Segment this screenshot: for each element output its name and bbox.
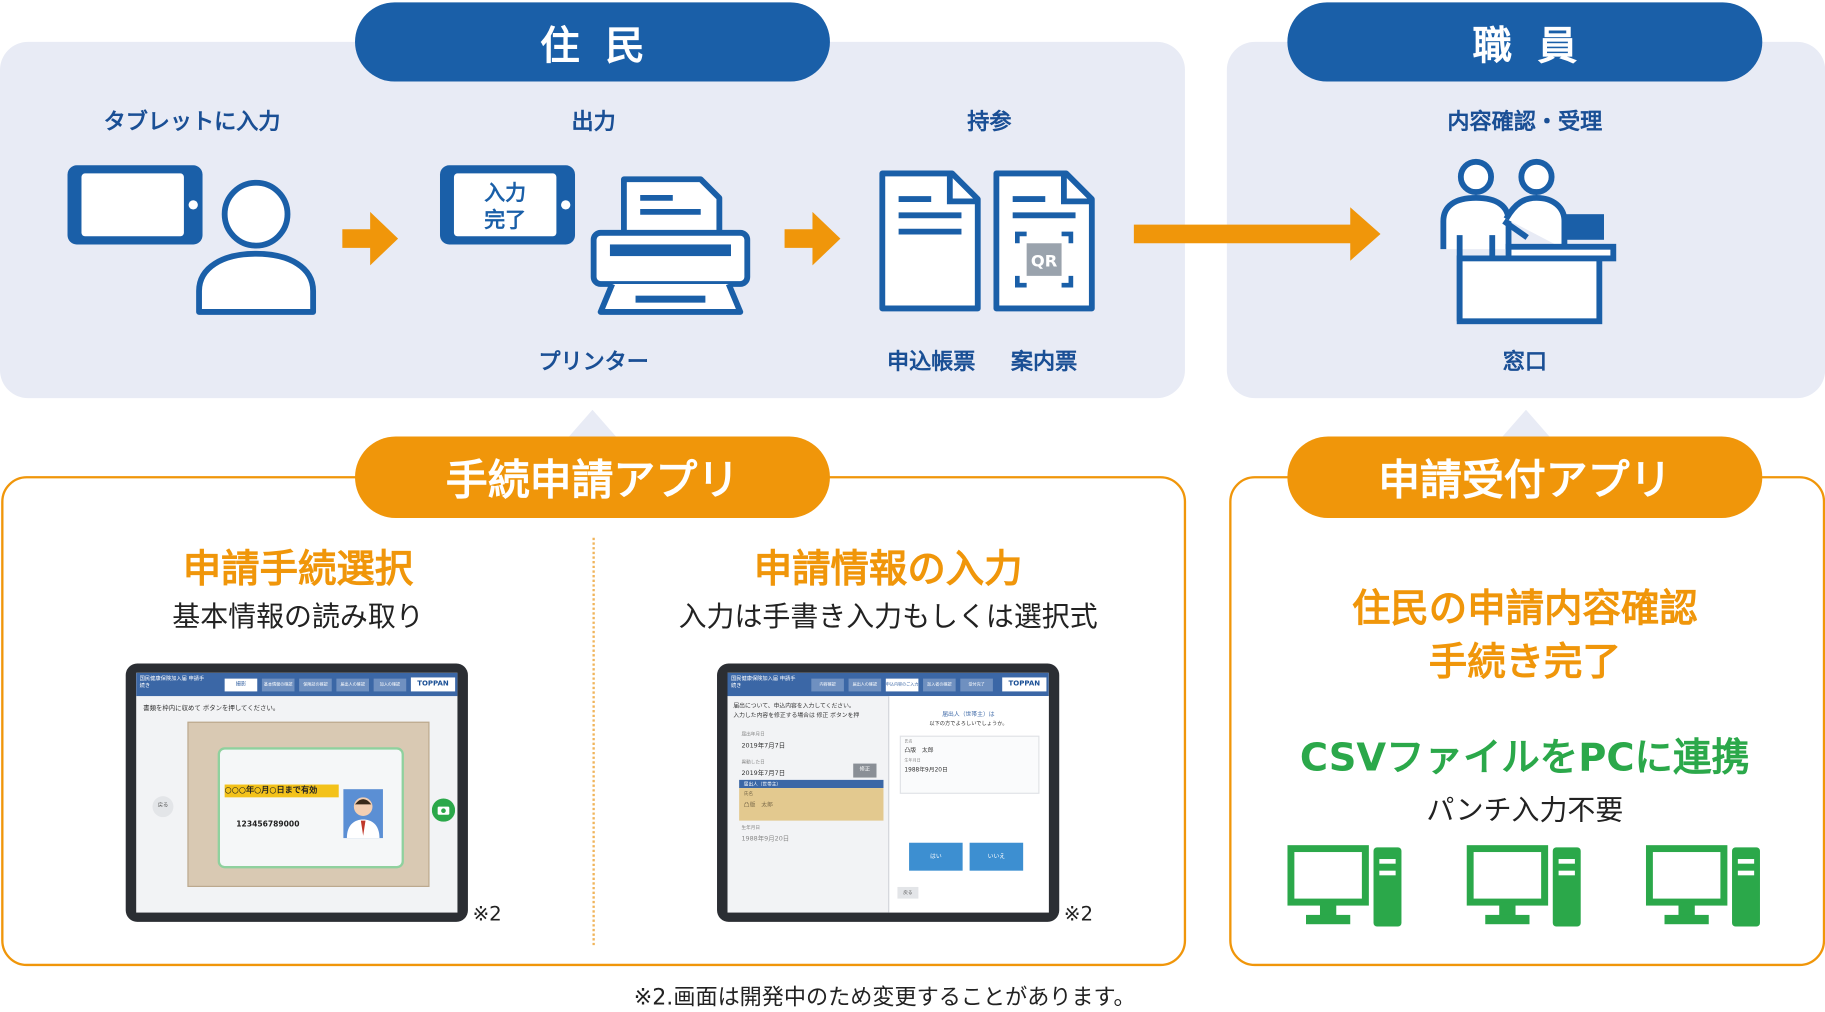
connector-triangle	[1501, 409, 1551, 438]
dialog-subtitle: 以下の方でよろしいでしょうか。	[929, 721, 1008, 728]
arrow-right-icon	[784, 211, 841, 266]
counter-staff-icon	[1440, 158, 1617, 325]
note-ref-2: ※2	[1063, 903, 1094, 927]
dialog-birth-label: 生年月日	[904, 757, 921, 763]
dialog-title: 届出人（世帯主）は	[942, 711, 995, 719]
guide-ticket-qr-icon: QR	[993, 170, 1095, 312]
reception-line2: 手続き完了	[1428, 639, 1621, 685]
pc-icon	[1645, 845, 1760, 927]
tablet-complete-icon: 入力 完了	[439, 165, 576, 245]
dialog-birth: 1988年9月20日	[904, 767, 948, 775]
left-subheading: 基本情報の読み取り	[172, 600, 424, 634]
screen1-instruction: 書類を枠内に収めて ボタンを押してください。	[143, 705, 280, 713]
screen2-tab: 加入者の確認	[923, 678, 956, 692]
screen2-brand: TOPPAN	[1002, 677, 1047, 692]
dialog-name-label: 氏名	[904, 739, 913, 744]
bring-label: 持参	[967, 109, 1012, 136]
application-form-label: 申込帳票	[886, 349, 976, 375]
no-punch-input-text: パンチ入力不要	[1426, 793, 1624, 827]
confirm-accept-label: 内容確認・受理	[1447, 109, 1603, 136]
reception-app-title: 申請受付アプリ	[1287, 436, 1763, 518]
field2-value: 2019年7月7日	[741, 770, 786, 778]
long-arrow-right-icon	[1133, 207, 1381, 261]
printer-label: プリンター	[538, 349, 649, 375]
output-label: 出力	[571, 109, 616, 136]
id-card-number: 123456789000	[236, 819, 300, 829]
confirm-dialog	[888, 696, 1049, 913]
screen2-instruction2: 入力した内容を修正する場合は 修正 ボタンを押	[733, 712, 860, 720]
printer-icon	[590, 176, 751, 315]
connector-triangle	[568, 409, 617, 438]
screen1-brand: TOPPAN	[410, 677, 456, 692]
screen1-tab: 届出人の確認	[336, 678, 369, 692]
tablet-screenshot-2: 国民健康保険加入届 申請手続き 内容確認 届出人の確認 申込内容のご入力 加入者…	[717, 663, 1060, 922]
reception-line1: 住民の申請内容確認	[1351, 585, 1698, 631]
edit-button[interactable]: 修正	[853, 763, 877, 778]
name-label: 氏名	[743, 790, 754, 797]
person-icon	[196, 179, 317, 315]
birth-value: 1988年9月20日	[741, 835, 790, 843]
id-card-expiry: ○○○年○月○日まで有効	[224, 784, 339, 798]
screen2-tab: 内容確認	[811, 678, 844, 692]
section-header: 届出人（世帯主）	[739, 779, 884, 789]
screen2-app-title: 国民健康保険加入届 申請手続き	[730, 676, 796, 690]
right-subheading: 入力は手書き入力もしくは選択式	[678, 600, 1098, 634]
field1-value: 2019年7月7日	[741, 742, 786, 750]
screen2-tab: 申込内容のご入力	[885, 678, 919, 692]
tablet-icon	[67, 165, 203, 245]
selected-applicant[interactable]	[739, 788, 884, 821]
resident-header: 住民	[355, 2, 830, 82]
arrow-right-icon	[342, 211, 399, 266]
tablet-screen-line1: 入力	[484, 181, 526, 205]
field1-label: 届出年月日	[741, 730, 765, 737]
screen1-tab: 保険証の確認	[299, 678, 332, 692]
screen1-tab: 撮影	[224, 678, 258, 692]
screen2-tab: 届出人の確認	[848, 678, 882, 692]
tablet-input-label: タブレットに入力	[103, 109, 281, 136]
dialog-card	[899, 735, 1040, 794]
field2-label: 異動した日	[741, 758, 765, 765]
tablet-screenshot-1: 国民健康保険加入届 申請手続き 撮影 基本情報の確認 保険証の確認 届出人の確認…	[125, 663, 468, 922]
yes-button[interactable]: はい	[909, 842, 963, 871]
divider	[592, 537, 595, 946]
procedure-app-title: 手続申請アプリ	[355, 436, 830, 518]
screen2-instruction1: 届出について、申込内容を入力してください。	[733, 703, 855, 711]
name-value: 凸版 太郎	[743, 801, 773, 809]
pc-icon	[1466, 845, 1581, 927]
left-heading: 申請手続選択	[182, 545, 414, 592]
footnote: ※2.画面は開発中のため変更することがあります。	[633, 984, 1136, 1011]
tablet-screen-line2: 完了	[484, 208, 526, 232]
screen1-app-title: 国民健康保険加入届 申請手続き	[139, 676, 205, 690]
note-ref-1: ※2	[472, 903, 502, 927]
back-button[interactable]: 戻る	[897, 886, 919, 899]
dialog-name: 凸版 太郎	[904, 747, 934, 755]
screen2-tab: 受付完了	[960, 678, 993, 692]
birth-label: 生年月日	[741, 824, 761, 830]
guide-ticket-label: 案内票	[1010, 349, 1078, 375]
back-button[interactable]: 戻る	[152, 796, 174, 818]
right-heading: 申請情報の入力	[753, 545, 1023, 592]
application-form-icon	[879, 170, 981, 312]
id-photo-person-icon	[346, 797, 380, 839]
csv-integration-title: CSVファイルをPCに連携	[1299, 734, 1750, 780]
staff-header: 職員	[1287, 2, 1763, 82]
qr-label: QR	[1031, 252, 1058, 271]
camera-shutter-icon[interactable]	[431, 798, 456, 822]
counter-label: 窓口	[1502, 349, 1547, 375]
pc-icon	[1287, 845, 1402, 927]
screen1-tab: 加入の確認	[373, 678, 407, 692]
screen1-tab: 基本情報の確認	[261, 678, 295, 692]
no-button[interactable]: いいえ	[969, 842, 1024, 871]
